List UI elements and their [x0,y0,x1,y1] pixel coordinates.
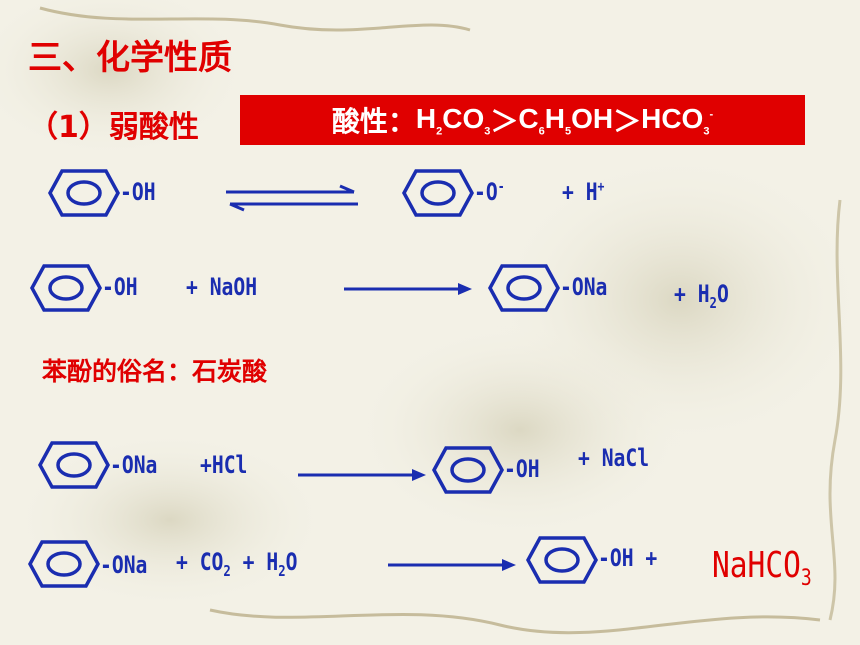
eq3-reagent-hcl: +HCl [200,451,248,479]
eq4-sodium-phenoxide: -ONa [100,551,148,579]
benzene-ring-icon [402,169,474,217]
benzene-ring-icon [30,264,102,312]
acidity-label: 酸性： [331,106,416,137]
formula-hco3: HCO3- [641,102,714,138]
benzene-ring-icon [48,169,120,217]
reaction-arrow-icon [344,283,472,295]
greater-than-1: ＞ [490,106,519,137]
benzene-ring-icon [28,540,100,588]
benzene-ring-icon [432,446,504,494]
eq2-sodium-phenoxide: -ONa [560,273,608,301]
phenol-nickname: 苯酚的俗名：石炭酸 [42,357,268,386]
eq4-phenol-oh: -OH + [598,544,658,572]
section-subtitle: （1）弱酸性 [28,110,199,145]
benzene-ring-icon [526,536,598,584]
eq2-water: + H2O [674,280,729,312]
reaction-arrow-icon [298,469,426,481]
equilibrium-arrows-icon [226,184,358,212]
slide-title: 三、化学性质 [28,38,232,78]
eq2-reagent-naoh: + NaOH [186,273,258,301]
eq3-phenol-oh: -OH [504,455,540,483]
eq3-sodium-phenoxide: -ONa [110,451,158,479]
eq4-reagents: + CO2 + H2O [176,548,298,580]
eq2-phenol-oh: -OH [102,273,138,301]
eq1-phenoxide: -O- [474,178,505,206]
acidity-banner: 酸性： H2CO3 ＞ C6H5OH ＞ HCO3- [240,95,805,145]
benzene-ring-icon [38,441,110,489]
greater-than-2: ＞ [613,106,642,137]
formula-phenol: C6H5OH [518,102,614,138]
eq3-sodium-chloride: + NaCl [578,444,650,472]
benzene-ring-icon [488,264,560,312]
reaction-arrow-icon [388,559,516,571]
eq1-proton: + H+ [562,178,605,206]
eq1-phenol-oh: -OH [120,178,156,206]
formula-h2co3: H2CO3 [415,102,491,138]
eq4-sodium-bicarbonate: NaHCO3 [712,545,812,591]
